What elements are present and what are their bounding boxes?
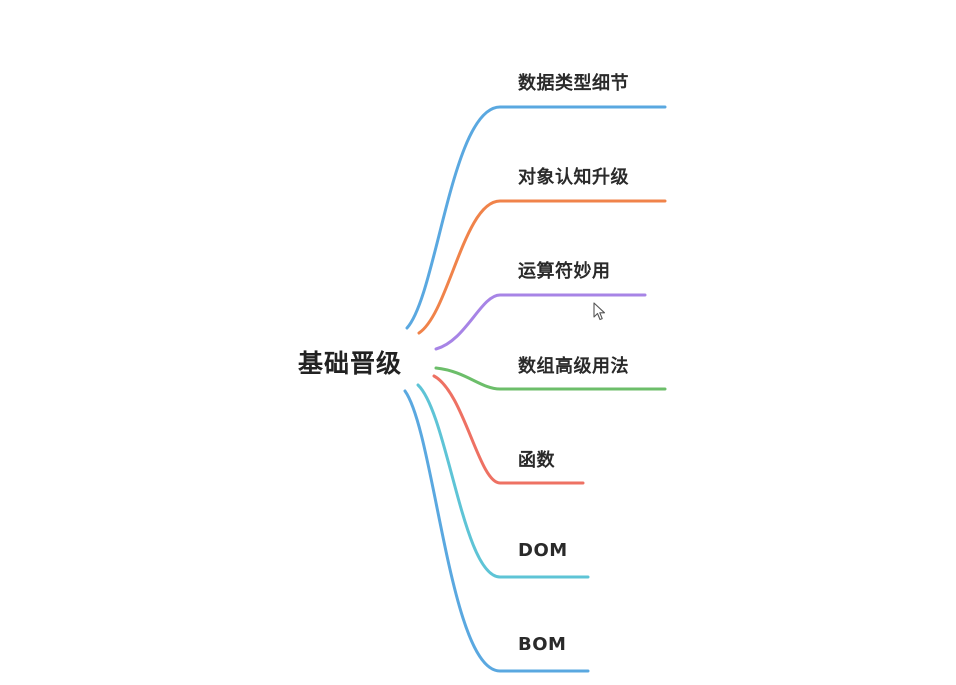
branch-label-5[interactable]: DOM [518, 540, 568, 561]
branch-label-2[interactable]: 运算符妙用 [518, 261, 611, 282]
branch-label-4[interactable]: 函数 [518, 450, 555, 471]
branch-connector-1 [417, 199, 667, 335]
root-topic[interactable]: 基础晋级 [298, 349, 403, 378]
branch-label-1[interactable]: 对象认知升级 [518, 167, 629, 188]
branch-connectors [403, 105, 667, 673]
branch-connector-4 [432, 374, 585, 485]
branch-connector-5 [416, 383, 590, 579]
branch-label-6[interactable]: BOM [518, 634, 567, 655]
branch-connector-2 [434, 293, 647, 351]
branch-label-3[interactable]: 数组高级用法 [518, 356, 629, 377]
branch-connector-3 [434, 366, 667, 391]
branch-label-0[interactable]: 数据类型细节 [518, 73, 629, 94]
mouse-pointer-icon [593, 302, 606, 321]
branch-connector-6 [403, 389, 590, 673]
branch-connector-0 [405, 105, 667, 330]
